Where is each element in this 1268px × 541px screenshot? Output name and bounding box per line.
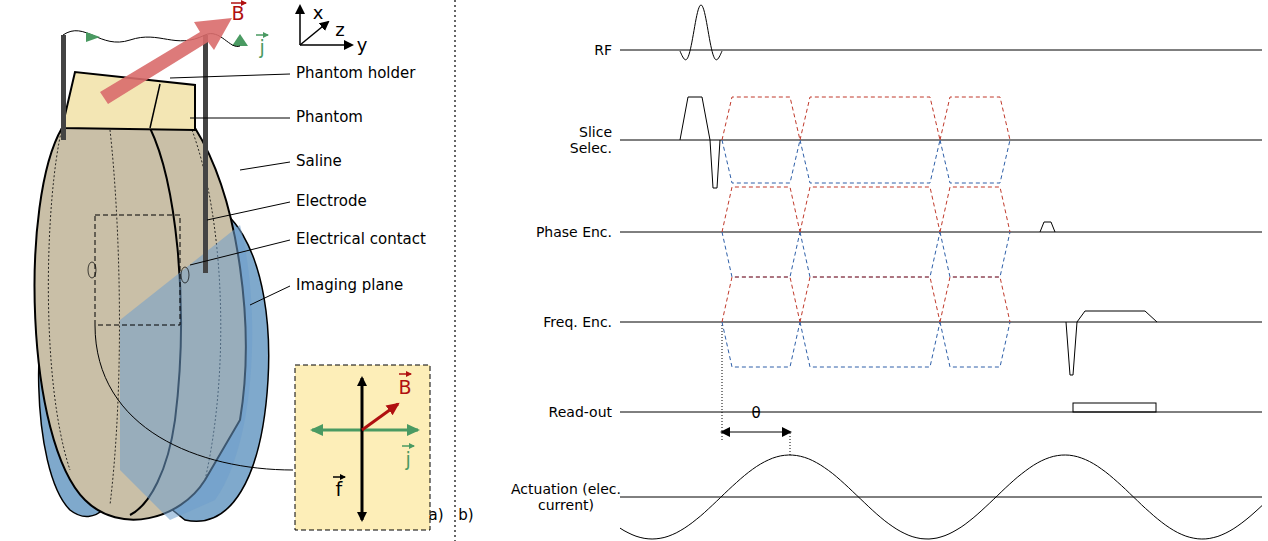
- electrical-contact: [181, 267, 189, 283]
- gradient-lobe: [940, 322, 1010, 367]
- gradient-lobe: [800, 97, 940, 140]
- baselines: [620, 50, 1262, 497]
- vector-mark: [333, 476, 345, 478]
- wire: [63, 31, 205, 42]
- electrode: [61, 35, 66, 140]
- row-label: Phase Enc.: [536, 224, 612, 240]
- part-label: Phantom: [296, 109, 363, 126]
- axis: [299, 6, 301, 45]
- holder-top-edge: [150, 84, 160, 128]
- axis-label: y: [357, 35, 368, 56]
- gradient-lobe: [722, 187, 800, 232]
- gradient-lobe: [940, 97, 1010, 140]
- phantom-contour: [48, 128, 70, 470]
- part-label: Imaging plane: [296, 277, 403, 294]
- gradient-lobe: [940, 187, 1010, 232]
- axis: [300, 22, 328, 45]
- imaging-plane: [120, 225, 252, 520]
- row-label: Actuation (elec. current): [510, 481, 622, 513]
- part-label: Electrode: [296, 193, 367, 210]
- row-label: Slice Selec.: [560, 124, 612, 156]
- gradient-lobe: [722, 322, 800, 367]
- gradient-lobe: [800, 277, 940, 322]
- part-label: Saline: [296, 153, 342, 170]
- waveforms: [620, 5, 1262, 539]
- phantom-contour: [110, 130, 119, 505]
- axis: [300, 44, 352, 46]
- gradient-lobe: [940, 277, 1010, 322]
- panel-label: b): [458, 507, 473, 524]
- gradient-lobe: [722, 140, 800, 183]
- vector-mark: [399, 373, 411, 375]
- electrical-contact: [88, 262, 96, 278]
- gradient-lobe: [800, 187, 940, 232]
- axis-label: x: [313, 3, 324, 24]
- inset-box: [295, 365, 430, 530]
- vector-label: B: [232, 3, 245, 25]
- vector-label: j: [259, 37, 264, 59]
- row-label: Read-out: [549, 404, 612, 420]
- leader-lines: [95, 74, 293, 470]
- gradient-lobe: [800, 140, 940, 183]
- current-arrowhead: [232, 34, 248, 46]
- gradient-lobe: [940, 140, 1010, 183]
- gradient-lobe: [722, 232, 800, 277]
- gradient-lobe: [800, 322, 940, 367]
- vector-mark: [402, 445, 414, 447]
- field-vector: [362, 404, 398, 430]
- panel-label: a): [429, 507, 444, 524]
- axis-label: z: [335, 20, 344, 41]
- gradient-lobe: [800, 232, 940, 277]
- row-label: Freq. Enc.: [543, 314, 612, 330]
- vector-label: B: [399, 377, 412, 399]
- part-label: Phantom holder: [296, 65, 415, 82]
- gradient-lobe: [722, 97, 800, 140]
- gradient-lobe: [722, 277, 800, 322]
- gradient-lobes: [722, 97, 1010, 367]
- imaging-region: [95, 215, 180, 325]
- force-vector: [361, 378, 364, 520]
- current-arrowhead: [86, 32, 100, 42]
- field-arrow: [100, 18, 232, 104]
- row-label: RF: [594, 42, 612, 58]
- gradient-lobe: [940, 232, 1010, 277]
- electrode: [203, 35, 208, 273]
- vector-label: f: [336, 479, 343, 501]
- panel-divider: [454, 0, 455, 541]
- part-label: Electrical contact: [296, 231, 426, 248]
- vector-label: j: [405, 449, 410, 471]
- vector-mark: [256, 34, 268, 36]
- angle-label: θ: [751, 405, 760, 422]
